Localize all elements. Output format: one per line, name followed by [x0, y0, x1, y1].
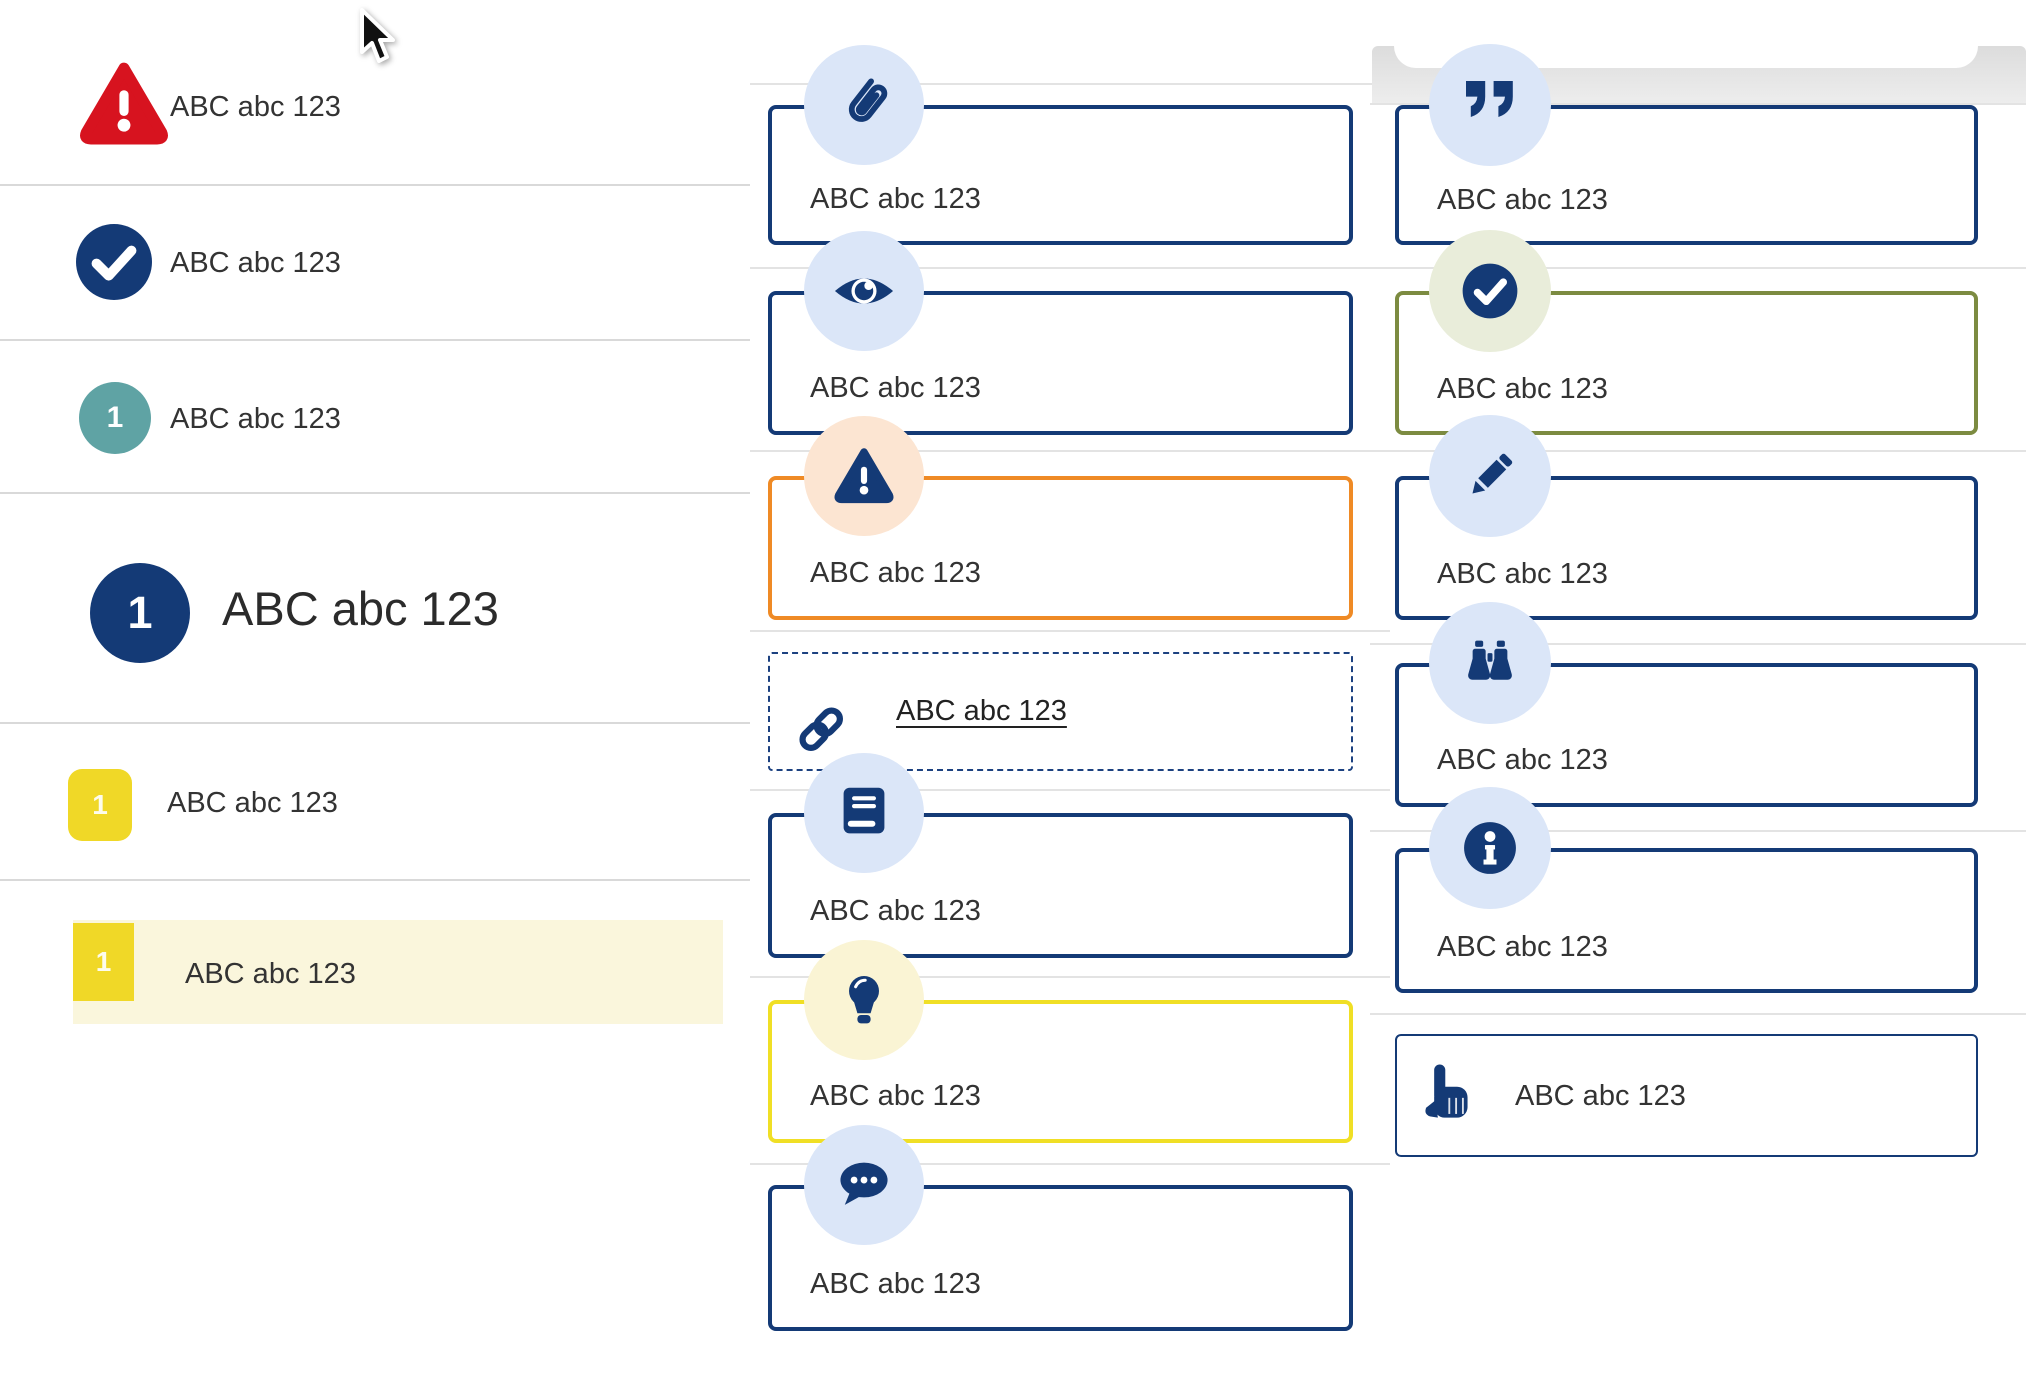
link-icon — [790, 698, 852, 765]
callout-label: ABC abc 123 — [1437, 184, 1608, 216]
list-item-warning[interactable]: ABC abc 123 — [0, 0, 750, 186]
callout-label: ABC abc 123 — [1437, 558, 1608, 590]
callout-label: ABC abc 123 — [810, 1268, 981, 1300]
book-icon — [804, 753, 924, 873]
list-item-label: ABC abc 123 — [170, 403, 341, 435]
lightbulb-icon — [804, 940, 924, 1060]
warning-triangle-icon — [78, 60, 170, 153]
number-badge: 1 — [90, 563, 190, 663]
row-separator — [750, 450, 1390, 452]
row-separator — [750, 83, 1390, 85]
list-item-step-teal[interactable]: 1 ABC abc 123 — [0, 341, 750, 494]
list-item-step-yellow-selected[interactable]: 1 ABC abc 123 — [0, 881, 750, 1081]
check-circle-icon — [1429, 230, 1551, 352]
callout-label: ABC abc 123 — [810, 557, 981, 589]
pencil-icon — [1429, 415, 1551, 537]
left-list: ABC abc 123 ABC abc 123 1 ABC abc 123 1 … — [0, 0, 750, 1392]
row-separator — [750, 976, 1390, 978]
callout-label: ABC abc 123 — [1437, 931, 1608, 963]
list-item-label: ABC abc 123 — [222, 582, 499, 635]
list-item-step-large[interactable]: 1 ABC abc 123 — [0, 494, 750, 724]
callout-label: ABC abc 123 — [1515, 1080, 1686, 1112]
row-separator — [1370, 267, 2026, 269]
row-separator — [750, 267, 1390, 269]
quote-icon — [1429, 44, 1551, 166]
row-separator — [1370, 450, 2026, 452]
callout-label: ABC abc 123 — [810, 895, 981, 927]
number-badge: 1 — [79, 382, 151, 454]
row-separator — [750, 1163, 1390, 1165]
callout-label: ABC abc 123 — [810, 1080, 981, 1112]
right-callouts: ABC abc 123 ABC abc 123 ABC abc 123 — [1370, 0, 2026, 1392]
callout-label: ABC abc 123 — [810, 372, 981, 404]
row-separator — [1370, 1013, 2026, 1015]
row-separator — [1370, 643, 2026, 645]
row-separator — [1370, 830, 2026, 832]
callout-label: ABC abc 123 — [810, 183, 981, 215]
middle-callouts: ABC abc 123 ABC abc 123 ABC abc 123 — [750, 0, 1390, 1392]
list-item-check[interactable]: ABC abc 123 — [0, 186, 750, 341]
number-badge: 1 — [73, 923, 134, 1001]
callout-link-text[interactable]: ABC abc 123 — [896, 695, 1067, 727]
row-separator — [750, 789, 1390, 791]
paperclip-icon — [804, 45, 924, 165]
info-icon — [1429, 787, 1551, 909]
row-separator — [1370, 103, 2026, 105]
list-item-label: ABC abc 123 — [170, 91, 341, 123]
hand-pointer-icon — [1418, 1062, 1480, 1135]
eye-icon — [804, 231, 924, 351]
chat-icon — [804, 1125, 924, 1245]
callout-link[interactable] — [768, 652, 1353, 771]
check-circle-icon — [76, 224, 152, 305]
callout-attachment — [768, 105, 1353, 245]
selected-row-highlight — [73, 920, 723, 1024]
callout-action[interactable] — [1395, 1034, 1978, 1157]
binoculars-icon — [1429, 602, 1551, 724]
list-item-label: ABC abc 123 — [167, 787, 338, 819]
callout-label: ABC abc 123 — [1437, 744, 1608, 776]
number-badge: 1 — [68, 769, 132, 841]
warning-triangle-icon — [804, 416, 924, 536]
row-separator — [750, 630, 1390, 632]
mouse-cursor-icon — [356, 8, 400, 73]
callout-label: ABC abc 123 — [1437, 373, 1608, 405]
list-item-label: ABC abc 123 — [185, 958, 356, 990]
list-item-label: ABC abc 123 — [170, 247, 341, 279]
list-item-step-yellow[interactable]: 1 ABC abc 123 — [0, 724, 750, 881]
